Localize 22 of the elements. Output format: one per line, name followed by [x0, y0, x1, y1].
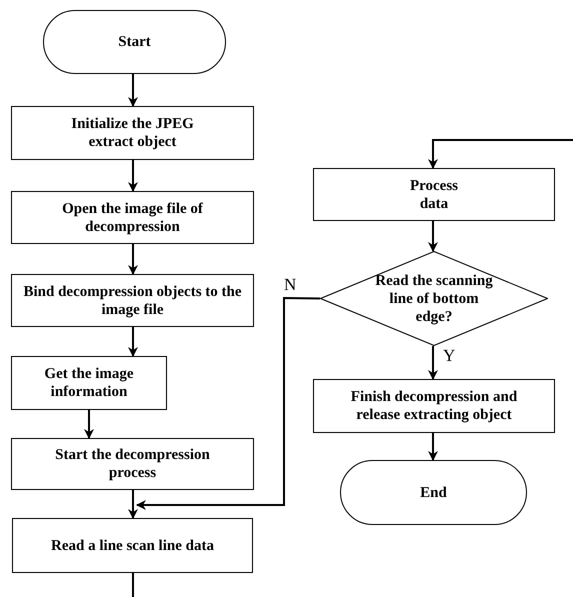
process-box: Get the image information: [11, 356, 167, 410]
arrow: [128, 160, 138, 192]
arrow: [84, 410, 94, 439]
process-box: Bind decompression objects to the image file: [11, 274, 254, 327]
process-box: Finish decompression and release extracting object: [313, 379, 555, 433]
process-box: Initialize the JPEG extract object: [11, 106, 254, 160]
decision-diamond: Read the scanning line of bottom edge?: [320, 251, 548, 346]
arrow: [128, 490, 138, 519]
arrow: [428, 346, 438, 380]
arrow: [128, 327, 138, 357]
arrow: [428, 433, 438, 461]
edge-label: Y: [442, 347, 456, 364]
process-box: Read a line scan line data: [12, 518, 253, 573]
process-box: Process data: [313, 168, 555, 221]
arrow: [428, 221, 438, 252]
arrow: [136, 296, 320, 510]
edge-label: N: [283, 276, 298, 293]
arrow: [428, 139, 573, 169]
process-box: Open the image file of decompression: [11, 191, 254, 244]
process-box: Start the decompression process: [11, 438, 254, 490]
arrow: [128, 74, 138, 107]
arrow: [128, 244, 138, 275]
